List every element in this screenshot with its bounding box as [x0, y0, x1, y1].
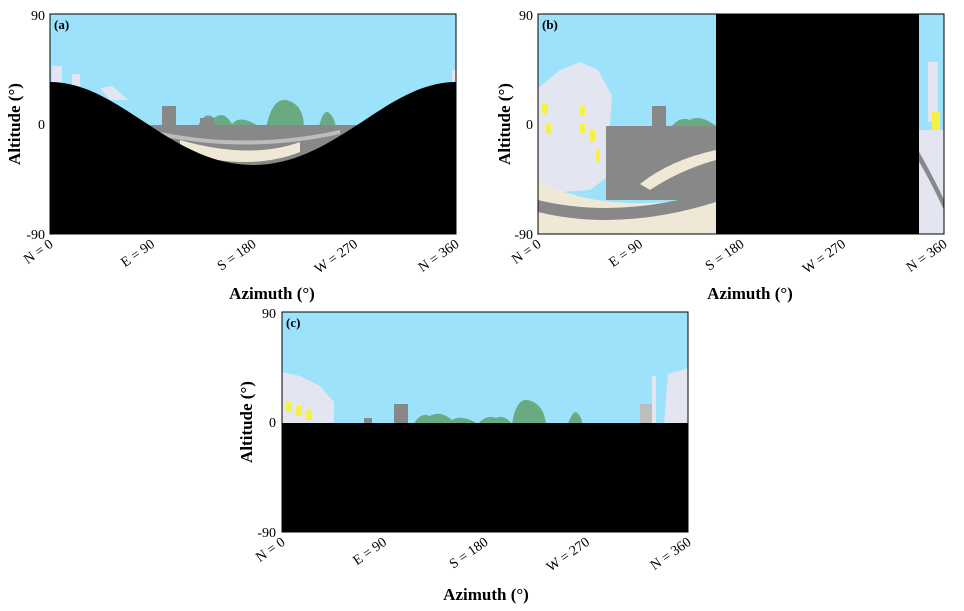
xlabel-a: Azimuth (°) [229, 284, 315, 303]
window-c3 [306, 410, 312, 420]
road-b2 [538, 190, 716, 220]
xlabel-b: Azimuth (°) [707, 284, 793, 303]
window-b4 [590, 130, 595, 142]
ytick-b-top: 90 [519, 9, 533, 24]
ytick-c-top: 90 [262, 307, 276, 322]
ytick-a-bot: -90 [26, 228, 45, 243]
building-b1 [538, 62, 612, 196]
window-b7 [932, 112, 940, 132]
building-a3 [100, 86, 128, 100]
tree-c1 [414, 413, 478, 424]
xtick-label: N = 360 [648, 535, 694, 574]
building-c4 [652, 376, 656, 424]
ytick-a-top: 90 [31, 9, 45, 24]
building-a1 [52, 66, 62, 84]
xtick-label: W = 270 [800, 237, 849, 277]
road-a2 [160, 130, 340, 145]
xtick-label: E = 90 [351, 535, 390, 569]
ytick-c-bot: -90 [257, 526, 276, 541]
building-c1 [282, 372, 334, 424]
building-c3 [640, 404, 654, 424]
window-b1 [542, 104, 548, 114]
window-b6 [596, 150, 600, 162]
tree-b1 [672, 118, 716, 126]
window-b2 [580, 106, 585, 116]
tree-a2 [266, 99, 304, 128]
ytick-c-mid: 0 [269, 416, 276, 431]
window-c1 [286, 402, 292, 412]
xtick-label: S = 180 [215, 237, 259, 274]
road-a [180, 140, 300, 162]
xtick-label: W = 270 [312, 237, 361, 277]
ylabel-c: Altitude (°) [237, 381, 256, 463]
building-a2 [72, 74, 80, 86]
window-b3 [580, 124, 585, 134]
building-a5 [200, 118, 214, 128]
xlabel-c: Azimuth (°) [443, 585, 529, 604]
panel-label-c: (c) [286, 315, 300, 330]
tree-c3 [512, 399, 546, 424]
panel-label-a: (a) [54, 17, 69, 32]
xtick-label: W = 270 [544, 535, 593, 575]
xtick-label: N = 360 [904, 237, 950, 276]
building-b2 [652, 106, 666, 128]
road-b5 [918, 150, 944, 210]
tree-c2 [478, 416, 512, 424]
ylabel-a: Altitude (°) [5, 83, 24, 165]
xtick-label: N = 360 [416, 237, 462, 276]
window-c2 [296, 406, 302, 416]
xtick-label: E = 90 [119, 237, 158, 271]
ytick-b-mid: 0 [526, 118, 533, 133]
mask-b [716, 14, 919, 234]
road-b [538, 180, 716, 234]
xtick-label: S = 180 [447, 535, 491, 572]
building-c5 [664, 368, 688, 424]
xtick-label: S = 180 [703, 237, 747, 274]
mask-c [282, 423, 688, 532]
building-a6 [452, 70, 456, 84]
xtick-label: E = 90 [607, 237, 646, 271]
tree-c4 [568, 412, 582, 424]
plot-frame-b [537, 13, 945, 235]
ytick-a-mid: 0 [38, 118, 45, 133]
building-a4 [162, 106, 176, 128]
window-b5 [546, 124, 551, 134]
plot-frame-c [281, 311, 689, 533]
building-c2 [394, 404, 408, 424]
panel-label-b: (b) [542, 17, 558, 32]
road-b3 [640, 150, 716, 190]
plot-frame-a [49, 13, 457, 235]
ytick-b-bot: -90 [514, 228, 533, 243]
ylabel-b: Altitude (°) [495, 83, 514, 165]
mask-a [50, 82, 456, 234]
ground-b [606, 126, 716, 200]
building-b3 [928, 62, 938, 122]
building-c6 [364, 418, 372, 424]
